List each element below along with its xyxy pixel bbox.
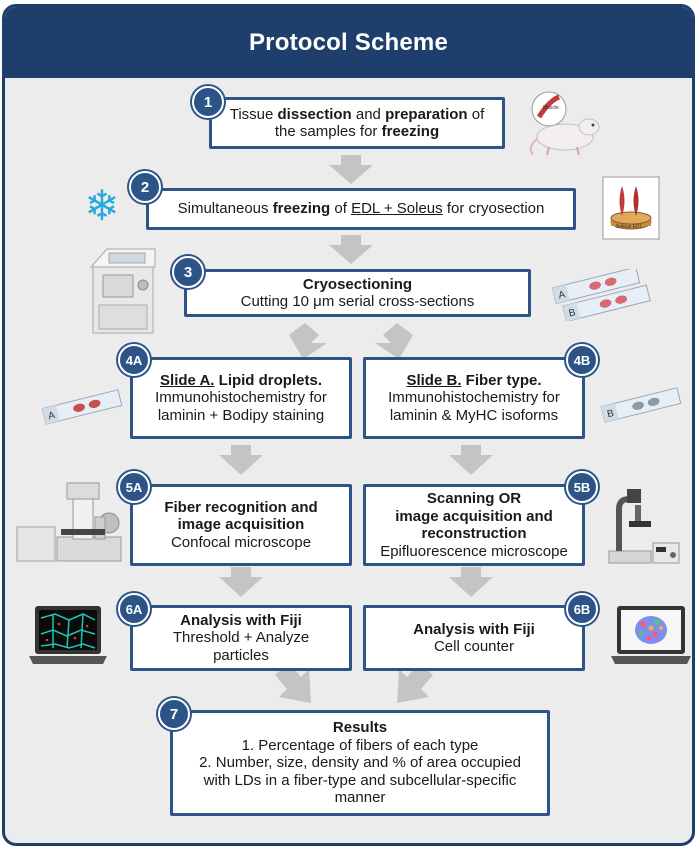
step-1-text: of the samples for xyxy=(274,105,485,141)
step-4a-bold: Lipid droplets. xyxy=(214,371,322,389)
step-7-line-1: 1. Percentage of fibers of each type xyxy=(241,736,479,754)
step-6a-badge: 6A xyxy=(118,593,150,625)
arrow-5b-6b xyxy=(449,567,493,597)
step-1-text: Tissue xyxy=(229,105,278,123)
step-4b-heading: Slide B. Fiber type. xyxy=(406,372,541,390)
step-6a-line-1: Threshold + Analyze xyxy=(172,629,310,647)
step-3-line: Cutting 10 μm serial cross-sections xyxy=(240,293,475,310)
diagram-frame: Protocol Scheme Tissue dissection and pr… xyxy=(2,4,695,846)
step-1-badge: 1 xyxy=(192,86,224,118)
step-1-text: and xyxy=(351,105,386,123)
step-4b-line-1: Immunohistochemistry for xyxy=(388,389,560,407)
step-5a-line: Confocal microscope xyxy=(170,533,312,551)
step-6b-line-1: Cell counter xyxy=(433,638,515,655)
step-4b-badge: 4B xyxy=(566,344,598,376)
step-1-bold-freezing: freezing xyxy=(381,123,440,140)
step-4a-line-1: Immunohistochemistry for xyxy=(155,389,327,407)
step-6b-title: Analysis with Fiji xyxy=(413,620,535,638)
step-2-text: of xyxy=(330,200,352,218)
step-3-title: Cryosectioning xyxy=(302,275,413,293)
slides-ab-illustration: A B xyxy=(551,269,651,321)
snowflake-icon: ❄ xyxy=(84,182,120,229)
step-5b-line: Epifluorescence microscope xyxy=(380,542,568,560)
step-5b-title-1: Scanning OR xyxy=(426,490,522,507)
mouse-illustration: Muscle xyxy=(529,91,600,156)
mouse-label: Muscle xyxy=(543,105,559,111)
step-4b-line-2: laminin & MyHC isoforms xyxy=(389,406,559,424)
laptop-network-illustration xyxy=(29,606,107,664)
step-4a-box: Slide A. Lipid droplets. Immunohistochem… xyxy=(130,357,352,439)
arrow-3-4a xyxy=(289,323,327,359)
step-4b-box: Slide B. Fiber type. Immunohistochemistr… xyxy=(363,357,585,439)
step-7-line-2: 2. Number, size, density and % of area o… xyxy=(199,754,521,772)
step-7-line-3: with LDs in a fiber-type and subcellular… xyxy=(203,771,517,789)
arrow-4b-5b xyxy=(449,445,493,475)
step-1-line-1: Tissue dissection and preparation of the… xyxy=(218,106,496,141)
step-2-text: Simultaneous xyxy=(177,200,273,218)
arrow-5a-6a xyxy=(219,567,263,597)
step-1-bold-dissection: dissection xyxy=(277,105,352,123)
arrow-1-2 xyxy=(329,155,373,184)
dish-label: Soleus EDL xyxy=(616,224,643,230)
step-2-box: Simultaneous freezing of EDL + Soleus fo… xyxy=(146,188,576,230)
slide-b-label-top: B xyxy=(568,307,577,319)
step-5a-title-2: image acquisition xyxy=(177,516,305,534)
slide-a-label: A xyxy=(47,410,56,422)
step-7-title: Results xyxy=(332,719,388,737)
arrow-4a-5a xyxy=(219,445,263,475)
muscle-dish-illustration: Soleus EDL xyxy=(602,176,660,240)
slide-b-illustration: B xyxy=(600,387,682,423)
step-4a-badge: 4A xyxy=(118,344,150,376)
step-7-badge: 7 xyxy=(158,698,190,730)
step-2-badge: 2 xyxy=(129,171,161,203)
step-6a-line-2: particles xyxy=(213,646,269,664)
step-4a-line-2: laminin + Bodipy staining xyxy=(157,406,325,424)
cryostat-illustration xyxy=(89,248,156,334)
step-5a-title-1: Fiber recognition and xyxy=(164,498,318,516)
slide-b-label: B xyxy=(606,408,615,420)
epifluorescence-microscope-illustration xyxy=(608,489,680,564)
step-6a-box: Analysis with Fiji Threshold + Analyze p… xyxy=(130,605,352,671)
step-5a-box: Fiber recognition and image acquisition … xyxy=(130,484,352,566)
arrow-6b-7 xyxy=(397,663,433,703)
step-2-underline-muscles: EDL + Soleus xyxy=(351,200,443,218)
step-5b-badge: 5B xyxy=(566,471,598,503)
arrow-2-3 xyxy=(329,235,373,264)
slide-a-label-top: A xyxy=(557,289,566,301)
step-3-box: Cryosectioning Cutting 10 μm serial cros… xyxy=(184,269,531,317)
arrows-layer xyxy=(219,155,493,703)
arrow-6a-7 xyxy=(275,663,311,703)
step-1-box: Tissue dissection and preparation of the… xyxy=(209,97,505,149)
step-5b-title-2: image acquisition and xyxy=(395,507,553,525)
page-title: Protocol Scheme xyxy=(5,7,692,78)
arrow-3-4b xyxy=(375,323,413,359)
step-4a-heading: Slide A. Lipid droplets. xyxy=(160,372,322,390)
step-1-bold-preparation: preparation xyxy=(385,105,468,123)
step-7-box: Results 1. Percentage of fibers of each … xyxy=(170,710,550,816)
step-5b-box: Scanning OR image acquisition and recons… xyxy=(363,484,585,566)
step-2-bold-freezing: freezing xyxy=(272,200,331,218)
slide-a-illustration: A xyxy=(41,389,123,425)
step-5a-badge: 5A xyxy=(118,471,150,503)
step-4a-underline: Slide A. xyxy=(160,371,215,389)
step-6b-badge: 6B xyxy=(566,593,598,625)
step-6a-title: Analysis with Fiji xyxy=(180,611,302,629)
step-3-badge: 3 xyxy=(172,256,204,288)
confocal-microscope-illustration xyxy=(16,482,122,562)
step-7-line-4: manner xyxy=(334,789,386,807)
step-4b-bold: Fiber type. xyxy=(461,371,542,389)
laptop-fiber-map-illustration xyxy=(611,606,691,664)
step-6b-box: Analysis with Fiji Cell counter xyxy=(363,605,585,671)
step-5b-title-3: reconstruction xyxy=(421,525,527,542)
step-4b-underline: Slide B. xyxy=(406,371,462,389)
step-2-text: for cryosection xyxy=(442,200,545,218)
